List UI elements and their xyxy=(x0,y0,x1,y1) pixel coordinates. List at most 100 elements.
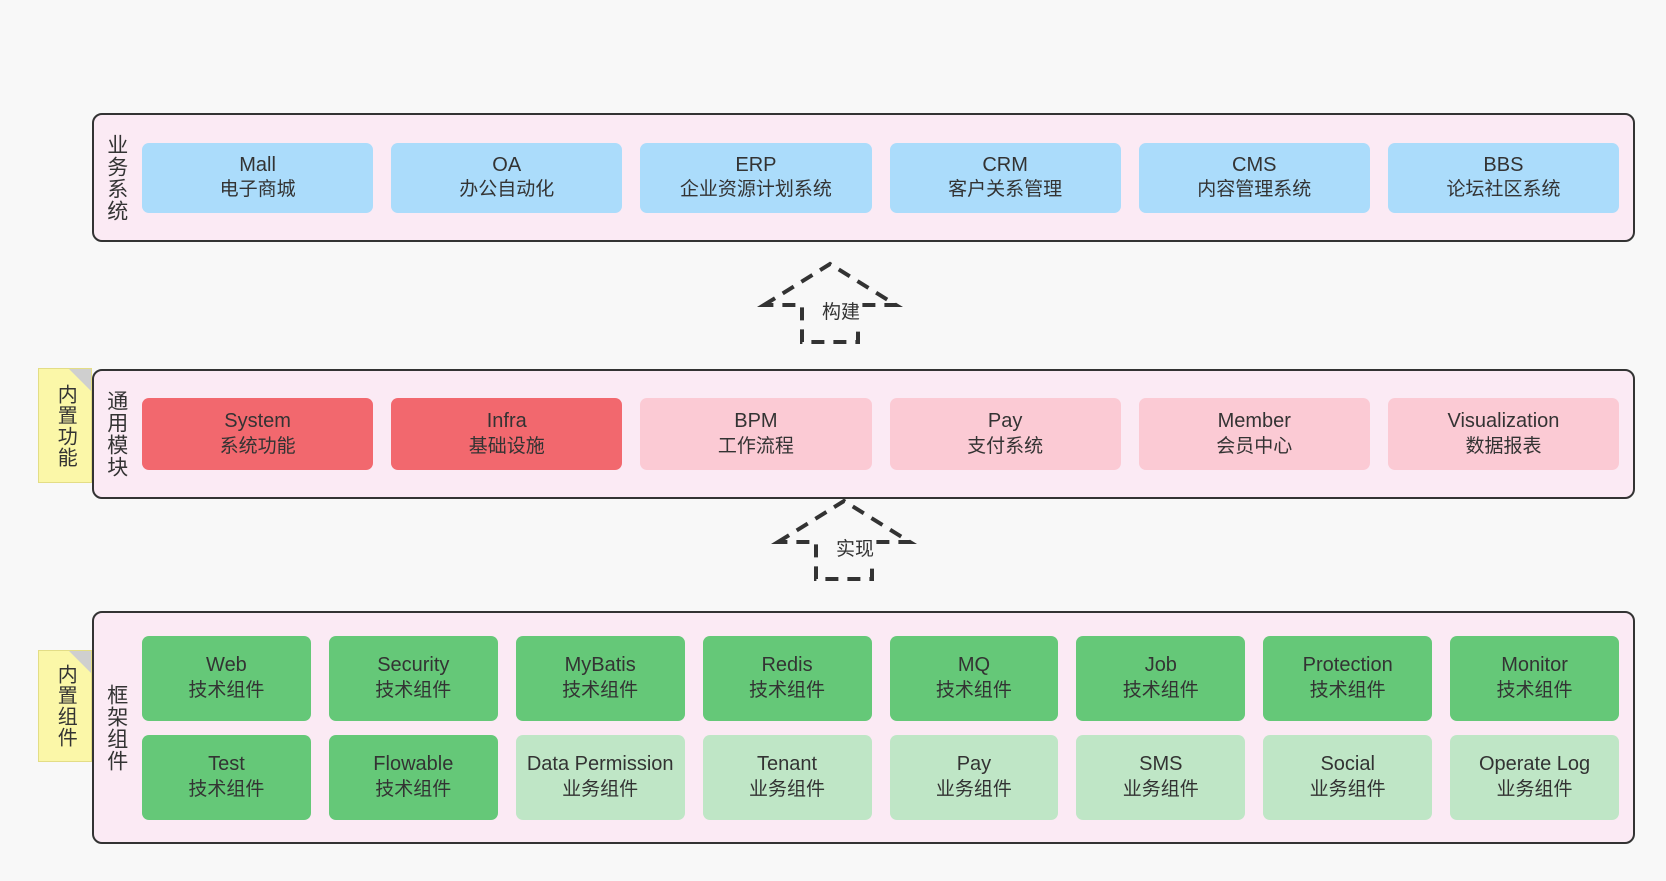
component-pay-subtitle: 业务组件 xyxy=(935,778,1012,800)
component-security-title: Security xyxy=(377,654,450,677)
card-cms-title: CMS xyxy=(1232,153,1277,176)
module-pay-title: Pay xyxy=(987,410,1023,433)
card-mall-title: Mall xyxy=(239,153,276,176)
module-system-title: System xyxy=(224,410,291,433)
layer-framework-component: 框架组件 Web 技术组件 Security 技术组件 MyBatis 技术组件… xyxy=(92,611,1635,844)
component-tenant-subtitle: 业务组件 xyxy=(749,778,826,800)
sticky-note-built-in-components: 内置组件 xyxy=(38,650,92,762)
module-infra-subtitle: 基础设施 xyxy=(468,435,545,457)
arrow-implement-icon xyxy=(770,498,918,581)
module-member[interactable]: Member 会员中心 xyxy=(1138,398,1370,470)
component-monitor-subtitle: 技术组件 xyxy=(1496,679,1573,701)
card-oa[interactable]: OA 办公自动化 xyxy=(391,142,623,213)
component-flowable-subtitle: 技术组件 xyxy=(375,778,452,800)
component-social[interactable]: Social 业务组件 xyxy=(1263,734,1433,820)
module-member-title: Member xyxy=(1217,410,1291,433)
card-crm-subtitle: 客户关系管理 xyxy=(948,179,1063,201)
module-system-subtitle: 系统功能 xyxy=(219,435,296,457)
component-operate-log-subtitle: 业务组件 xyxy=(1496,778,1573,800)
component-data-permission[interactable]: Data Permission 业务组件 xyxy=(515,734,685,820)
module-bpm[interactable]: BPM 工作流程 xyxy=(640,398,872,470)
module-pay[interactable]: Pay 支付系统 xyxy=(889,398,1121,470)
card-erp-title: ERP xyxy=(735,153,777,176)
card-bbs-title: BBS xyxy=(1483,153,1524,176)
component-test[interactable]: Test 技术组件 xyxy=(142,734,311,820)
component-operate-log-title: Operate Log xyxy=(1478,753,1591,776)
component-security-subtitle: 技术组件 xyxy=(375,679,452,701)
component-pay-title: Pay xyxy=(956,753,992,776)
note-fold-corner-icon xyxy=(69,369,91,391)
card-mall-subtitle: 电子商城 xyxy=(219,179,296,201)
component-job-subtitle: 技术组件 xyxy=(1122,679,1199,701)
card-bbs[interactable]: BBS 论坛社区系统 xyxy=(1387,142,1620,213)
component-mq-title: MQ xyxy=(957,654,991,677)
module-pay-subtitle: 支付系统 xyxy=(967,435,1044,457)
arrow-build-icon xyxy=(756,261,904,344)
component-tenant[interactable]: Tenant 业务组件 xyxy=(702,734,872,820)
component-flowable[interactable]: Flowable 技术组件 xyxy=(328,734,498,820)
module-infra[interactable]: Infra 基础设施 xyxy=(391,398,623,470)
module-infra-title: Infra xyxy=(486,410,527,433)
component-social-title: Social xyxy=(1320,753,1375,776)
component-redis-title: Redis xyxy=(761,654,813,677)
module-system[interactable]: System 系统功能 xyxy=(142,398,374,470)
arrow-implement: 实现 xyxy=(770,497,918,581)
note-fold-corner-icon xyxy=(69,651,91,673)
component-web[interactable]: Web 技术组件 xyxy=(142,635,311,721)
module-bpm-subtitle: 工作流程 xyxy=(717,435,794,457)
component-web-title: Web xyxy=(206,654,247,677)
card-oa-subtitle: 办公自动化 xyxy=(459,179,555,201)
component-sms[interactable]: SMS 业务组件 xyxy=(1076,734,1246,820)
card-erp[interactable]: ERP 企业资源计划系统 xyxy=(640,142,872,213)
framework-tech-row: Web 技术组件 Security 技术组件 MyBatis 技术组件 Redi… xyxy=(142,635,1619,721)
card-erp-subtitle: 企业资源计划系统 xyxy=(679,179,832,201)
component-test-title: Test xyxy=(208,753,245,776)
layer-common-module-body: System 系统功能 Infra 基础设施 BPM 工作流程 Pay 支付系统… xyxy=(138,371,1633,497)
component-protection-title: Protection xyxy=(1302,654,1393,677)
layer-business-system-body: Mall 电子商城 OA 办公自动化 ERP 企业资源计划系统 CRM 客户关系… xyxy=(138,115,1633,240)
component-job[interactable]: Job 技术组件 xyxy=(1076,635,1246,721)
component-mq[interactable]: MQ 技术组件 xyxy=(889,635,1059,721)
component-tenant-title: Tenant xyxy=(757,753,818,776)
card-oa-title: OA xyxy=(492,153,522,176)
component-mq-subtitle: 技术组件 xyxy=(935,679,1012,701)
layer-framework-component-body: Web 技术组件 Security 技术组件 MyBatis 技术组件 Redi… xyxy=(138,613,1633,842)
component-redis[interactable]: Redis 技术组件 xyxy=(702,635,872,721)
card-crm[interactable]: CRM 客户关系管理 xyxy=(889,142,1121,213)
component-data-permission-subtitle: 业务组件 xyxy=(562,778,639,800)
arrow-build: 构建 xyxy=(756,260,904,344)
module-bpm-title: BPM xyxy=(734,410,778,433)
component-protection[interactable]: Protection 技术组件 xyxy=(1263,635,1433,721)
card-cms[interactable]: CMS 内容管理系统 xyxy=(1138,142,1370,213)
component-mybatis[interactable]: MyBatis 技术组件 xyxy=(515,635,685,721)
business-card-row: Mall 电子商城 OA 办公自动化 ERP 企业资源计划系统 CRM 客户关系… xyxy=(142,142,1620,213)
sticky-note-built-in-functions: 内置功能 xyxy=(38,368,92,483)
card-bbs-subtitle: 论坛社区系统 xyxy=(1446,179,1561,201)
component-social-subtitle: 业务组件 xyxy=(1309,778,1386,800)
component-redis-subtitle: 技术组件 xyxy=(749,679,826,701)
arrow-build-label: 构建 xyxy=(820,297,863,324)
layer-business-system-label: 业务系统 xyxy=(104,133,128,222)
layer-framework-component-label: 框架组件 xyxy=(104,683,128,772)
component-security[interactable]: Security 技术组件 xyxy=(328,635,498,721)
card-crm-title: CRM xyxy=(982,153,1028,176)
module-visualization-subtitle: 数据报表 xyxy=(1465,435,1542,457)
component-protection-subtitle: 技术组件 xyxy=(1309,679,1386,701)
common-module-row: System 系统功能 Infra 基础设施 BPM 工作流程 Pay 支付系统… xyxy=(142,398,1620,470)
component-job-title: Job xyxy=(1144,654,1177,677)
layer-common-module: 通用模块 System 系统功能 Infra 基础设施 BPM 工作流程 Pay… xyxy=(92,369,1635,499)
component-data-permission-title: Data Permission xyxy=(526,753,674,776)
card-mall[interactable]: Mall 电子商城 xyxy=(142,142,374,213)
card-cms-subtitle: 内容管理系统 xyxy=(1197,179,1312,201)
component-mybatis-subtitle: 技术组件 xyxy=(562,679,639,701)
module-visualization[interactable]: Visualization 数据报表 xyxy=(1387,398,1620,470)
component-pay[interactable]: Pay 业务组件 xyxy=(889,734,1059,820)
component-test-subtitle: 技术组件 xyxy=(188,778,265,800)
component-monitor[interactable]: Monitor 技术组件 xyxy=(1450,635,1619,721)
framework-business-row: Test 技术组件 Flowable 技术组件 Data Permission … xyxy=(142,734,1619,820)
component-operate-log[interactable]: Operate Log 业务组件 xyxy=(1450,734,1619,820)
component-mybatis-title: MyBatis xyxy=(564,654,636,677)
layer-common-module-label: 通用模块 xyxy=(104,390,128,478)
module-member-subtitle: 会员中心 xyxy=(1216,435,1293,457)
